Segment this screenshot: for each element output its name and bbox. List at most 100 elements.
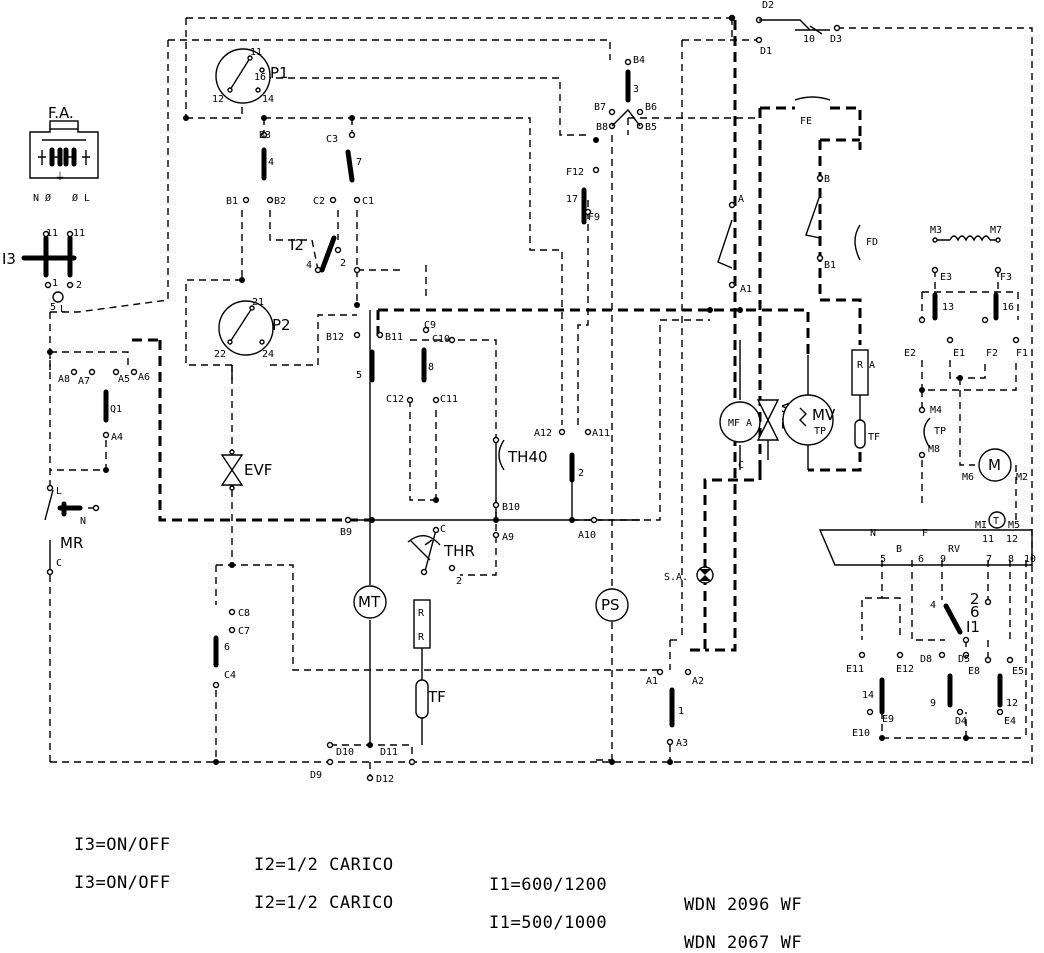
label-d10: D10	[336, 747, 354, 758]
label-b8: B8	[596, 122, 608, 133]
label-i1-4: 4	[930, 600, 936, 611]
label-n-term: N	[870, 528, 876, 539]
c4-c8-switch: C8 C7 6 C4	[212, 608, 250, 689]
label-m: M	[988, 456, 1001, 474]
label-i3-l: L	[60, 304, 66, 315]
a11-a12-switch: A12 A11 2	[534, 428, 610, 483]
label-f9: F9	[588, 212, 600, 223]
fa-mains-filter: F.A. ⏚ N Ø Ø L	[29, 104, 99, 204]
label-f-term: F	[922, 528, 928, 539]
label-fa: F.A.	[48, 104, 74, 122]
legend-1-i1: I1=600/1200	[489, 875, 608, 895]
label-i3-11: 11	[46, 228, 58, 239]
b11-b12-switch: B12 B11 5	[326, 331, 403, 383]
label-e12: E12	[896, 664, 914, 675]
drum-motor: M M6 M2	[962, 448, 1028, 483]
top-switch-d1-d2: D2 D1 10 D3	[728, 0, 842, 57]
evf-valve: EVF	[220, 449, 272, 491]
label-t: T	[993, 516, 999, 527]
label-b11: B11	[385, 332, 403, 343]
label-c2: C2	[313, 196, 325, 207]
label-e8: E8	[968, 666, 980, 677]
label-b4: B4	[633, 55, 645, 66]
label-b2: B2	[274, 196, 286, 207]
legend-2-i2: I2=1/2 CARICO	[254, 893, 394, 913]
label-b1: B1	[226, 196, 238, 207]
b9-b10-nodes: B10 B9 A10 A9	[340, 501, 598, 543]
label-e10: E10	[852, 728, 870, 739]
label-mi: MI	[975, 520, 987, 531]
label-d8: D8	[920, 654, 932, 665]
label-c10: C10	[432, 334, 450, 345]
label-a12: A12	[534, 428, 552, 439]
label-d4: D4	[955, 716, 967, 727]
label-c3: C3	[326, 134, 338, 145]
label-mv: MV	[812, 406, 836, 424]
label-e5: E5	[1012, 666, 1024, 677]
legend-1-model: WDN 2096 WF	[684, 895, 803, 915]
label-i1: I1	[966, 618, 980, 636]
label-d5: D5	[958, 654, 970, 665]
label-sa: S.A.	[664, 572, 688, 583]
label-tb-11: 11	[982, 534, 994, 545]
label-thr: THR	[443, 542, 475, 560]
b3-c3-switches: B3 4 C3 7	[259, 130, 362, 183]
label-d3: D3	[830, 34, 842, 45]
label-a7: A7	[78, 376, 90, 387]
label-i3-11b: 11	[73, 228, 85, 239]
label-14: 14	[862, 690, 874, 701]
door-lock-switch: B B1	[805, 174, 836, 271]
label-tb-7: 7	[986, 554, 992, 565]
label-thr-2: 2	[456, 576, 462, 587]
label-c9: C9	[424, 320, 436, 331]
label-fd: FD	[866, 237, 878, 248]
label-c8: C8	[238, 608, 250, 619]
label-eb1: B1	[824, 260, 836, 271]
label-f1: F1	[1016, 348, 1028, 359]
legend-2-i1: I1=500/1000	[489, 913, 608, 933]
label-c4: C4	[224, 670, 236, 681]
b4-switch: B4 3	[624, 55, 645, 103]
label-q1: Q1	[110, 404, 122, 415]
label-tb-8: 8	[1008, 554, 1014, 565]
label-i1-6: 6	[970, 603, 980, 621]
label-i1-2: 2	[970, 590, 980, 608]
label-a1b: A1	[646, 676, 658, 687]
legend-1-i2: I2=1/2 CARICO	[254, 855, 394, 875]
label-rv: RV	[948, 544, 960, 555]
label-ps: PS	[601, 596, 620, 614]
label-r2: R	[418, 632, 425, 643]
label-a3: A3	[676, 738, 688, 749]
label-tf: TF	[868, 432, 880, 443]
label-e3: E3	[940, 272, 952, 283]
label-10: 10	[803, 34, 815, 45]
label-p1-14: 14	[262, 94, 274, 105]
label-a1: A1	[740, 284, 752, 295]
label-m6: M6	[962, 472, 974, 483]
label-p1-11: 11	[250, 47, 262, 58]
label-p2-22: 22	[214, 349, 226, 360]
label-f12: F12	[566, 167, 584, 178]
thr-thermostat: C THR 2	[407, 524, 475, 587]
label-b6: B6	[645, 102, 657, 113]
label-m5: M5	[1008, 520, 1020, 531]
label-1: 1	[678, 706, 684, 717]
label-12: 12	[1006, 698, 1018, 709]
label-e4: E4	[1004, 716, 1016, 727]
sa-antidisturbance: S.A.	[664, 566, 714, 584]
ps-drain-pump: PS	[595, 588, 629, 622]
label-e1: E1	[953, 348, 965, 359]
label-m2: M2	[1016, 472, 1028, 483]
label-tb-5: 5	[880, 554, 886, 565]
r-heater-tf: R R TF	[413, 599, 446, 719]
label-i2: I2	[290, 236, 304, 254]
label-n: N Ø	[33, 192, 51, 204]
label-f2: F2	[986, 348, 998, 359]
junction-dots	[47, 15, 969, 765]
label-i3-2: 2	[76, 280, 82, 291]
wiring-schematic: D2 D1 10 D3 P1 11 16 12 14 B4 3 B7 B6 B8…	[2, 0, 1036, 785]
terminal-block: N F B RV 5 6 9 11 12 7 8 10	[870, 528, 1036, 565]
mt-timer-motor: MT	[353, 585, 387, 619]
label-a5: A5	[118, 374, 130, 385]
c9-c12-switch: C9 C10 8 C12 C11	[386, 320, 458, 405]
